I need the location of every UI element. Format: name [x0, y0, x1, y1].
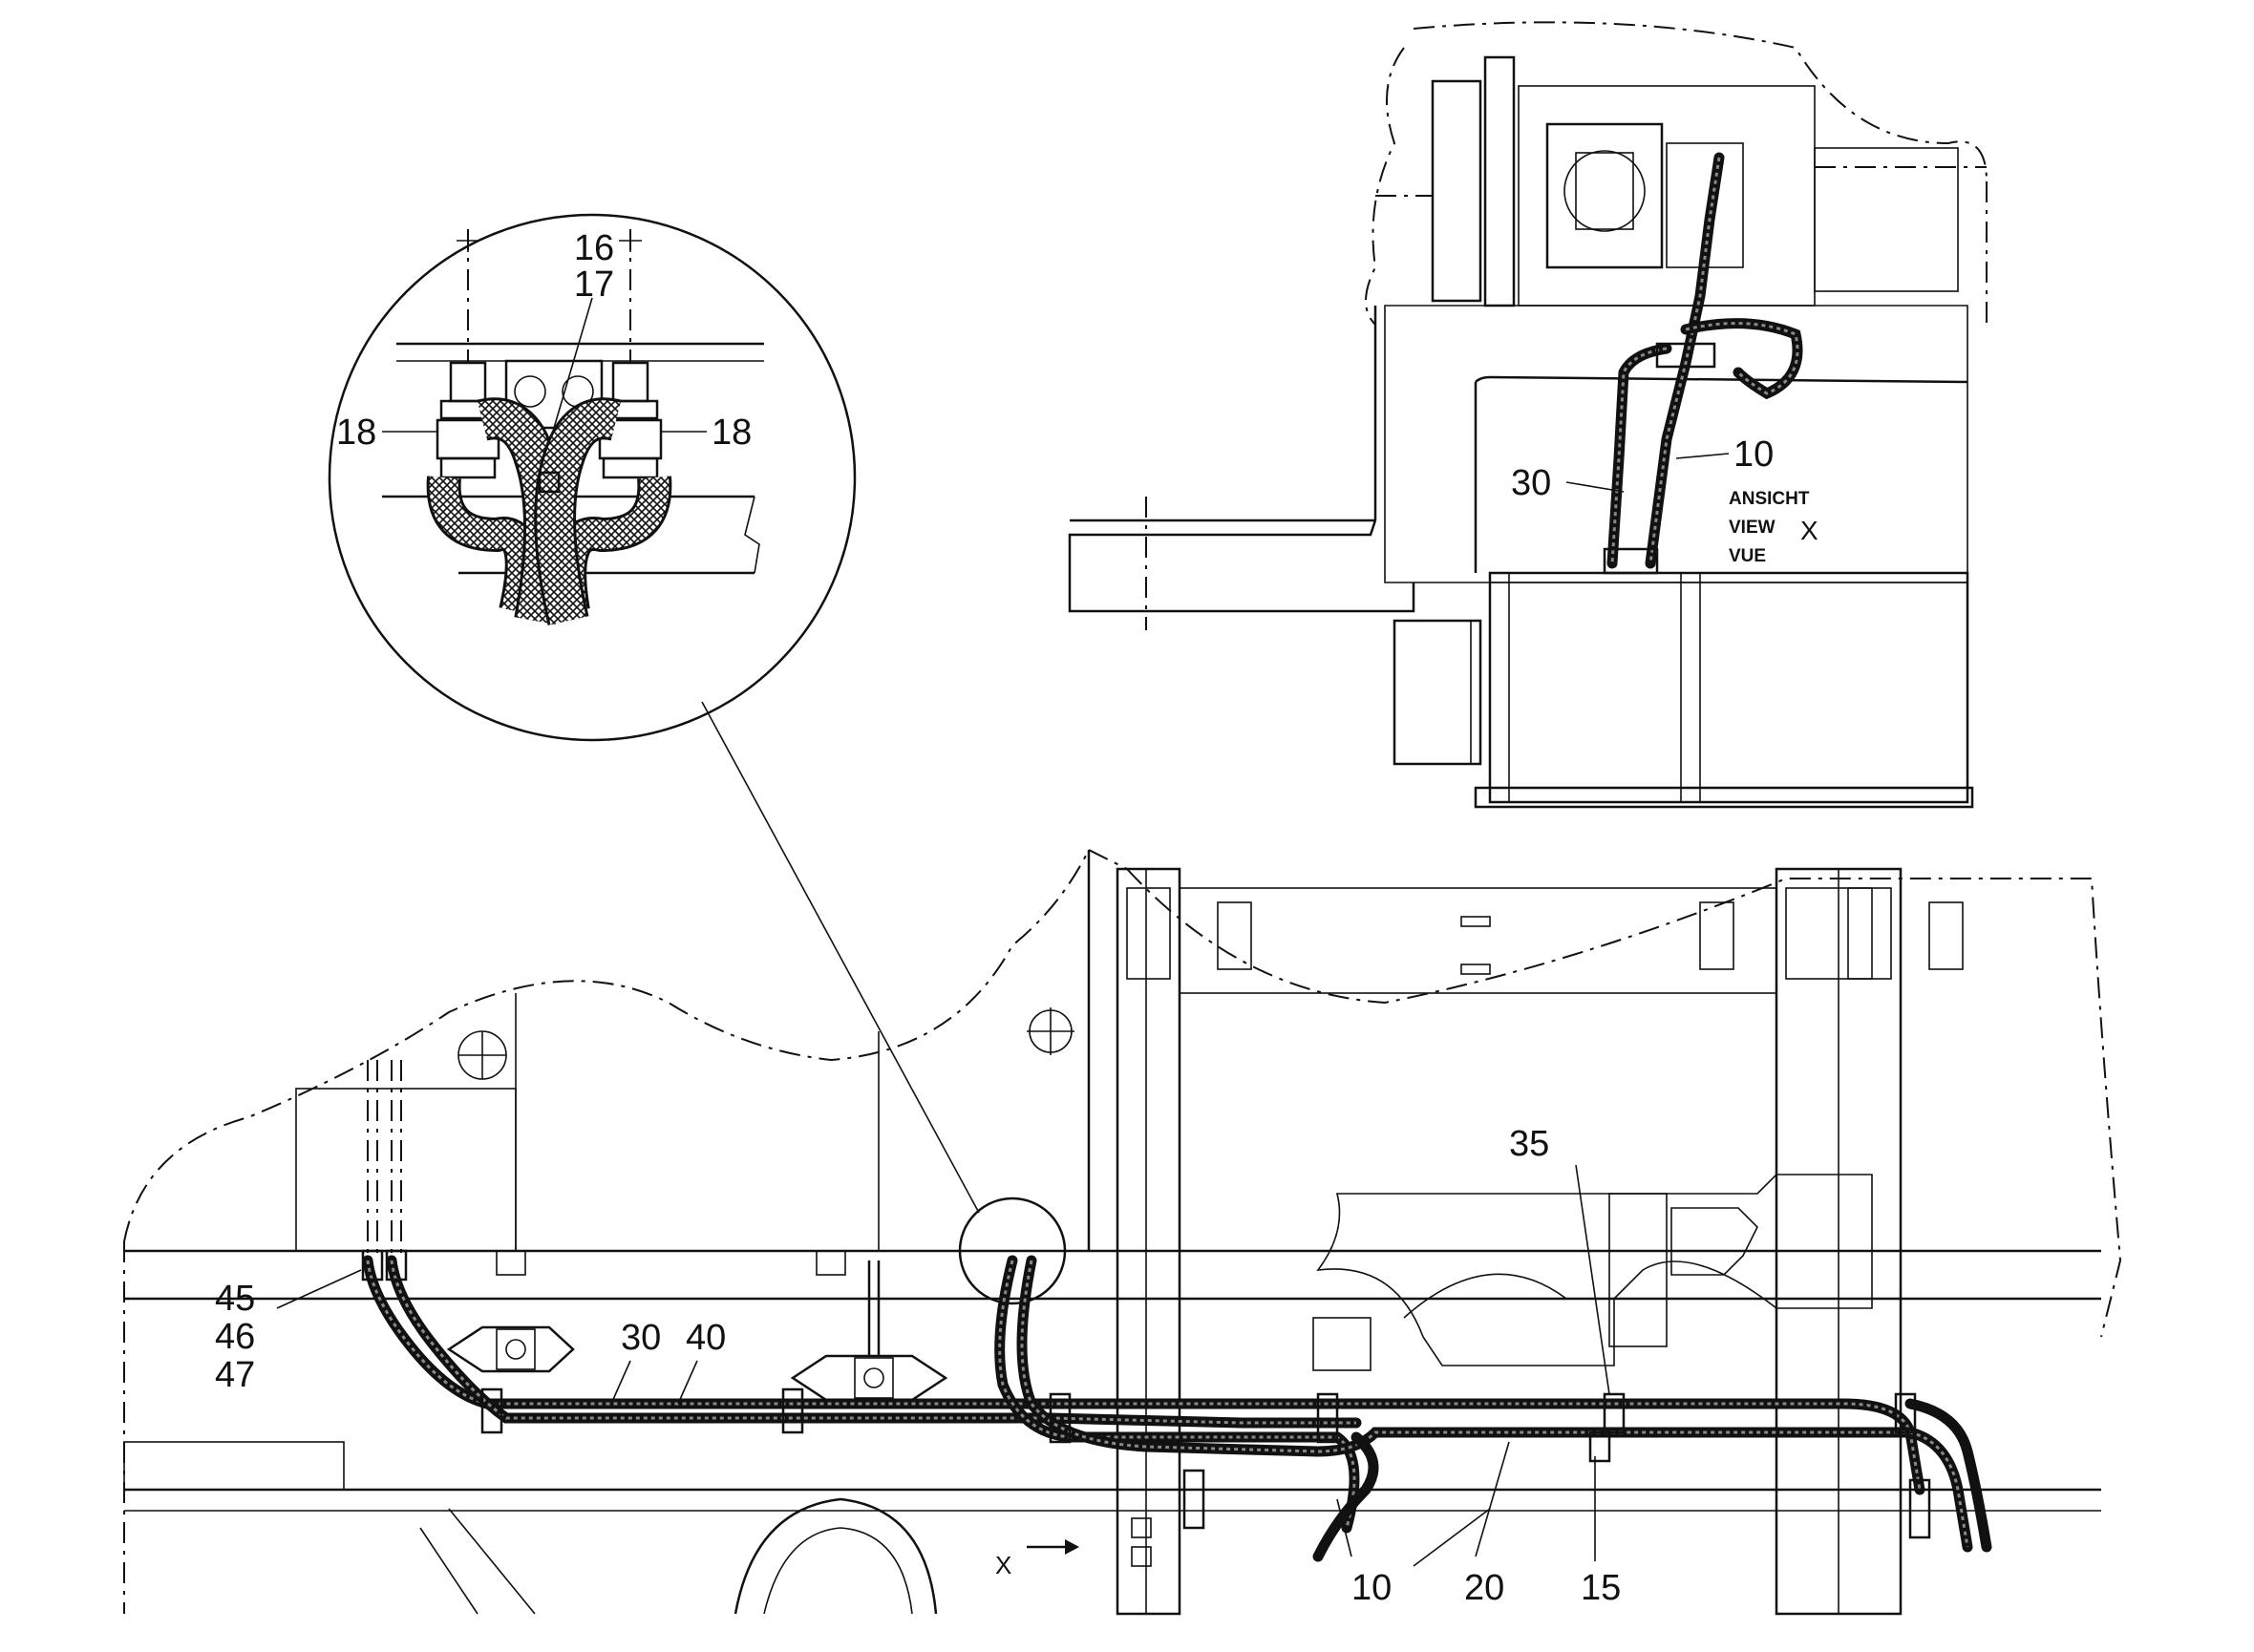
label-10-view: 10 [1733, 434, 1774, 475]
caption-view: VIEW [1729, 518, 1776, 538]
label-16: 16 [574, 228, 614, 268]
detail-reference-circle [958, 1197, 1067, 1305]
view-x-drawing: 10 30 ANSICHT VIEW VUE X [1068, 21, 1988, 809]
label-40: 40 [686, 1318, 726, 1358]
caption-vue: VUE [1729, 546, 1766, 566]
label-35: 35 [1509, 1124, 1549, 1164]
fitting-right [598, 361, 663, 479]
view-arrow-letter: X [995, 1551, 1011, 1579]
view-x-caption: ANSICHT VIEW VUE X [1729, 489, 1818, 566]
upright-post-left [1116, 867, 1181, 1616]
label-30-main: 30 [621, 1318, 661, 1358]
label-47: 47 [215, 1355, 255, 1395]
label-10-main: 10 [1351, 1568, 1392, 1608]
label-20: 20 [1464, 1568, 1504, 1608]
clamp-bracket-left [446, 1325, 575, 1373]
clamp-bracket-right [790, 1260, 948, 1402]
label-15: 15 [1581, 1568, 1621, 1608]
caption-ansicht: ANSICHT [1729, 489, 1810, 509]
upright-post-middle [1775, 867, 1903, 1616]
label-30-view: 30 [1511, 463, 1551, 503]
main-side-view: X 45 46 47 30 40 35 10 20 15 [123, 849, 2122, 1616]
detail-circle [328, 213, 857, 742]
caption-letter-x: X [1800, 516, 1818, 545]
detail-leader-line [701, 701, 980, 1214]
label-46: 46 [215, 1317, 255, 1357]
label-17: 17 [574, 265, 614, 305]
label-45: 45 [215, 1279, 255, 1319]
label-18-right: 18 [712, 413, 752, 453]
fitting-left [436, 361, 500, 479]
label-18-left: 18 [336, 413, 376, 453]
detail-magnified-view: 16 17 18 18 [328, 213, 980, 1214]
